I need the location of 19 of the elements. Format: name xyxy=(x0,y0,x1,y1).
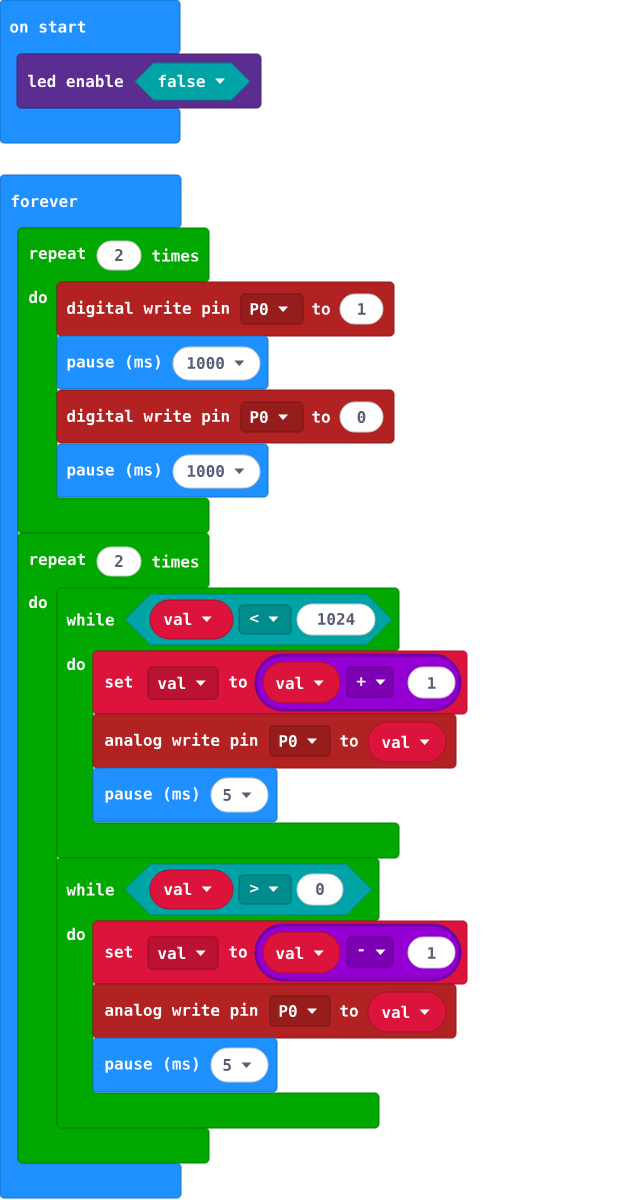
dropdown: < xyxy=(238,604,292,635)
dropdown: P0 xyxy=(240,293,304,325)
dropdown: - xyxy=(346,936,394,968)
variable-dropdown: val xyxy=(367,991,447,1033)
number-dropdown: 1000 xyxy=(172,346,261,381)
number-field: 1024 xyxy=(296,603,376,636)
number-field: 0 xyxy=(296,873,344,906)
dropdown: P0 xyxy=(269,725,331,757)
number-dropdown: 5 xyxy=(210,1047,269,1083)
dropdown: > xyxy=(238,874,292,905)
number-dropdown: 1000 xyxy=(172,454,261,489)
dropdown: + xyxy=(346,666,394,698)
dropdown: P0 xyxy=(269,995,331,1027)
number-dropdown: 5 xyxy=(210,777,269,813)
dropdown: false xyxy=(134,62,251,101)
dropdown: P0 xyxy=(240,401,304,433)
dropdown: val xyxy=(147,666,219,700)
variable-dropdown: val xyxy=(367,721,447,763)
dropdown: val xyxy=(147,936,219,970)
